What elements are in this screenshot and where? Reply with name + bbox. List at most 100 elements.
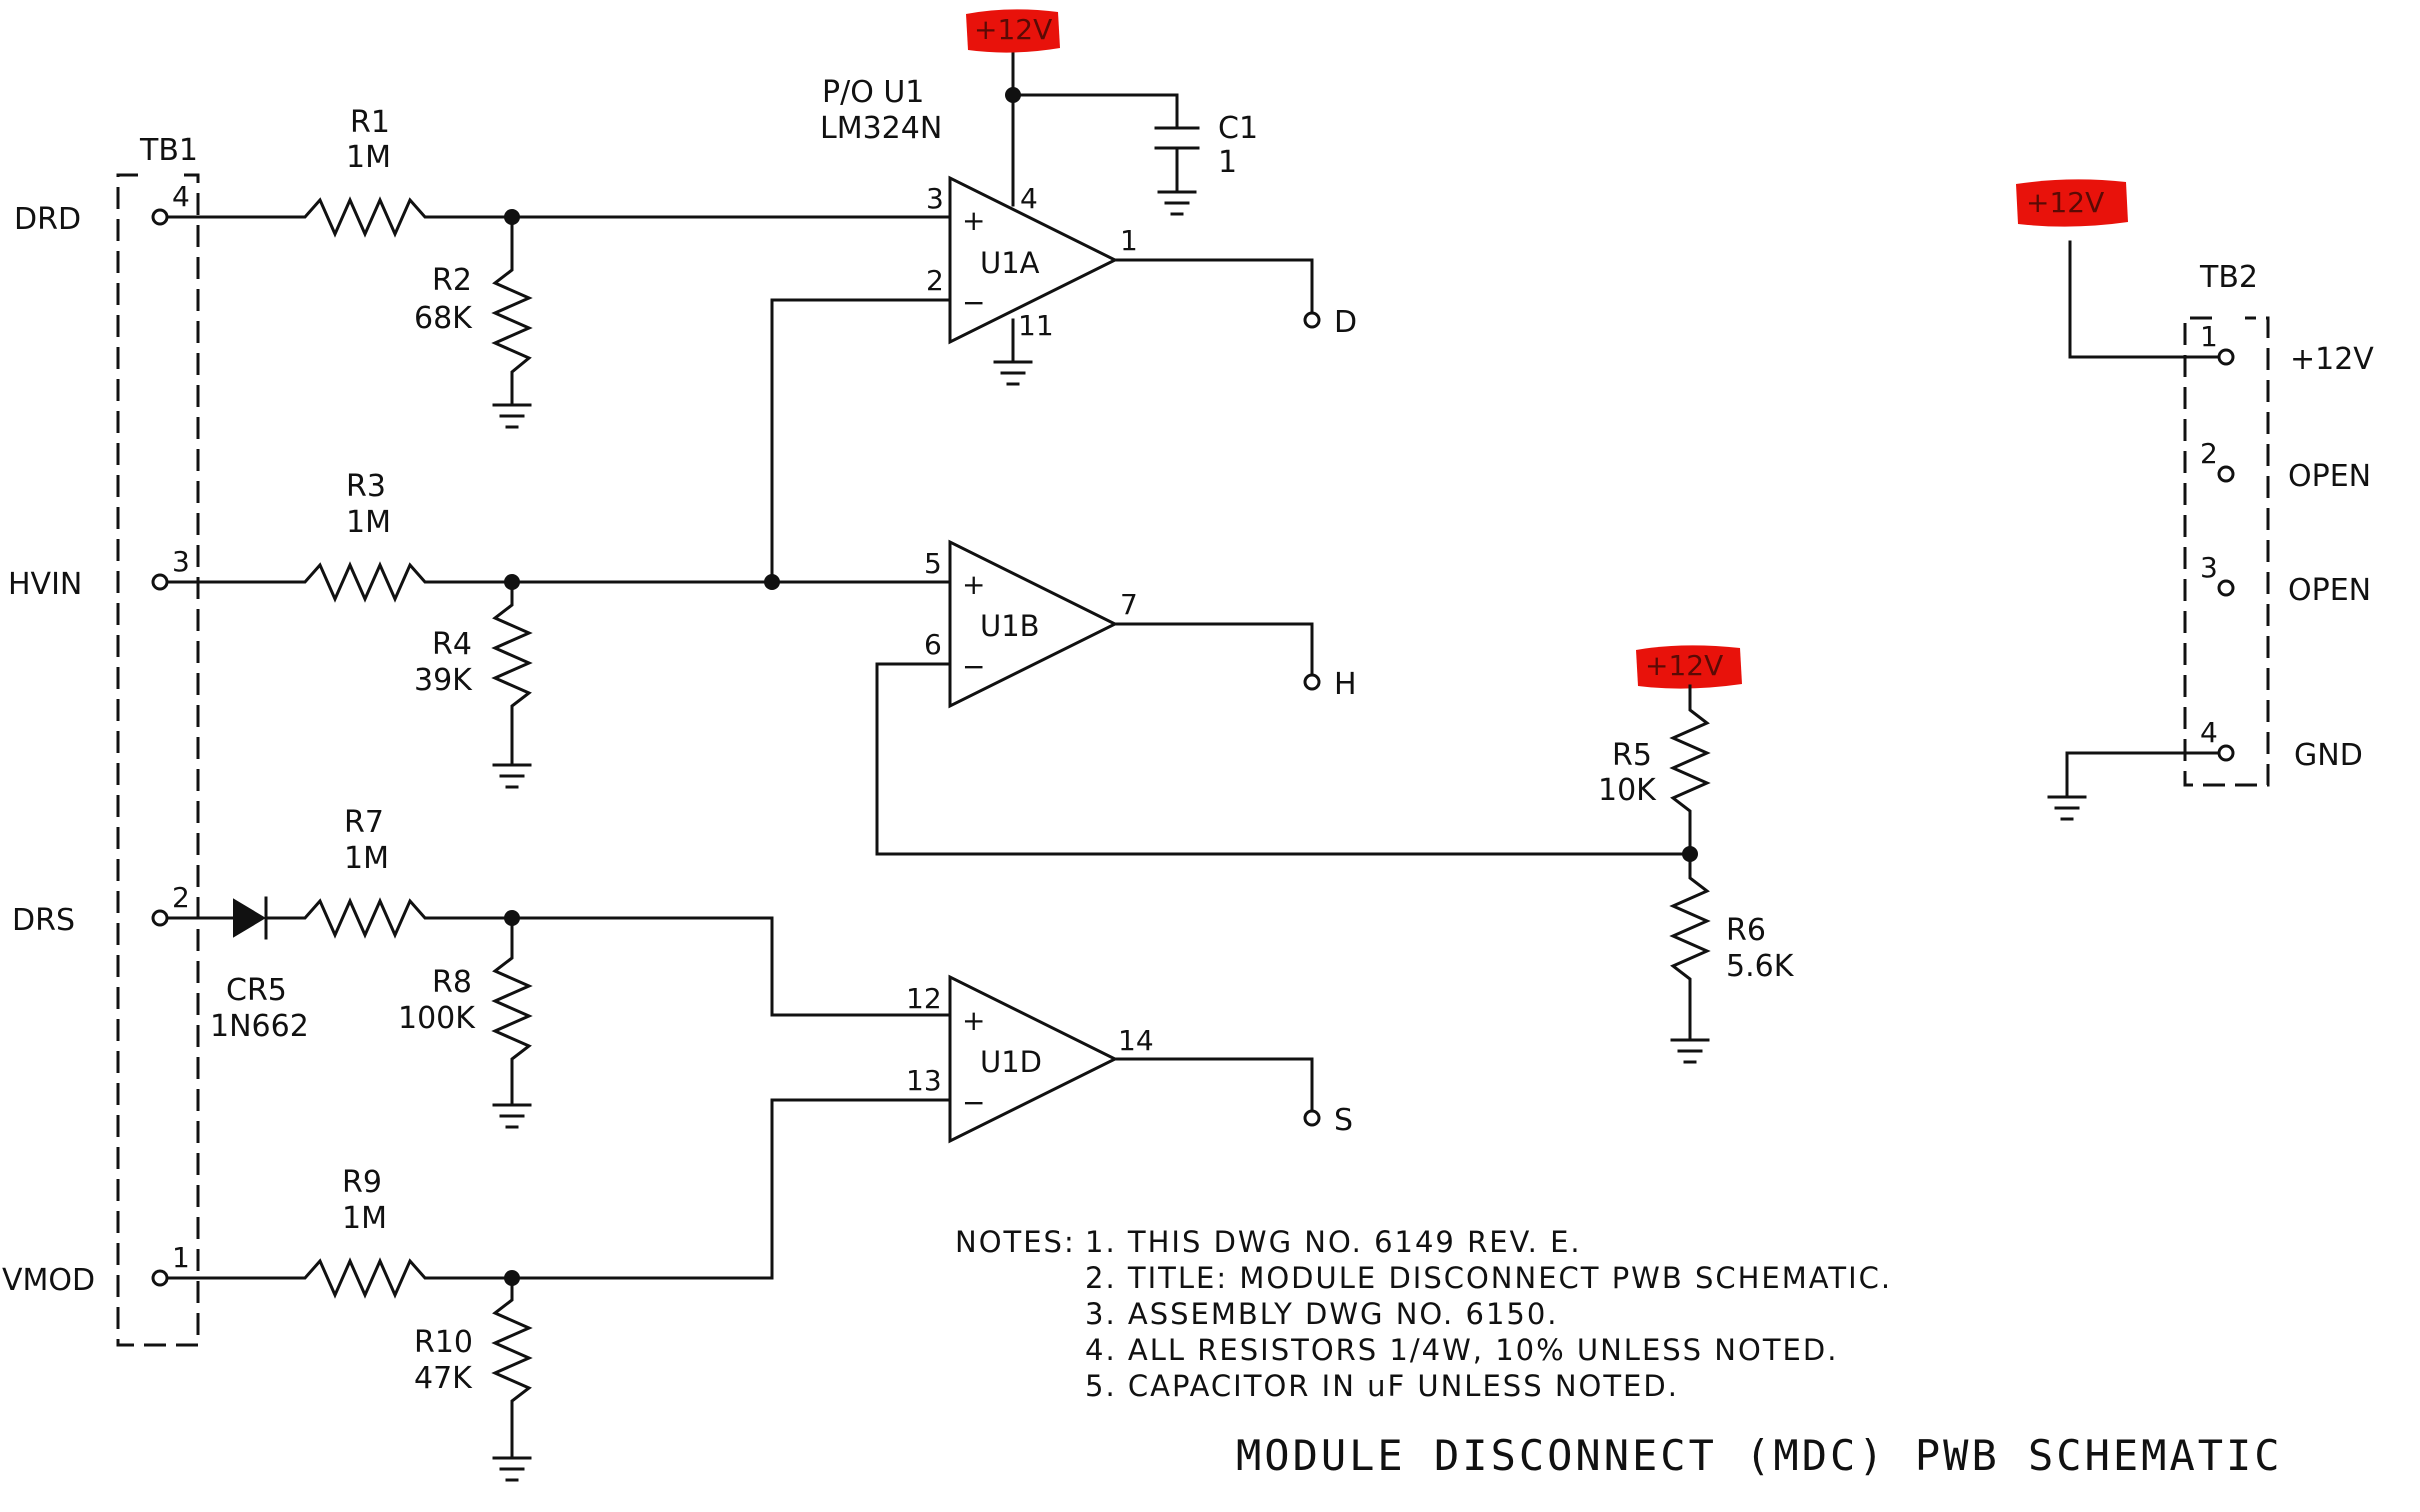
ground-symbol	[2047, 795, 2087, 821]
tb2-terminal-2	[2217, 465, 2235, 483]
diode-cr5	[233, 896, 268, 940]
u1b-plus-sign: +	[962, 568, 985, 601]
output-h-label: H	[1334, 667, 1357, 702]
capacitor-c1: C1 1	[1154, 111, 1258, 216]
signal-vmod: VMOD	[2, 1263, 95, 1298]
u1d-opamp	[948, 974, 1119, 1144]
r4-ref: R4	[432, 627, 472, 662]
tb2-pin-1: 1	[2200, 320, 2218, 353]
tb2-pin-3: 3	[2200, 551, 2218, 584]
r2-value: 68K	[414, 301, 473, 336]
tb2-label: TB2	[2199, 260, 2258, 295]
signal-hvin: HVIN	[8, 567, 82, 602]
tb1-pin-2: 2	[172, 881, 190, 914]
r7-ref: R7	[344, 805, 384, 840]
tb1-block: TB1 4 DRD 3 HVIN 2 DRS 1 VMOD	[2, 133, 200, 1347]
r4-value: 39K	[414, 663, 473, 698]
note-item-5: 5. CAPACITOR IN uF UNLESS NOTED.	[1085, 1369, 1679, 1403]
u1d-minus-sign: −	[962, 1086, 985, 1119]
u1a-minus-pin: 2	[926, 264, 944, 297]
u1a-ref: U1A	[980, 246, 1040, 280]
ic-part-label: P/O U1	[822, 75, 924, 110]
tb2-terminal-3	[2217, 579, 2235, 597]
supply-label-right: +12V	[2026, 186, 2104, 219]
tb2-terminal-1	[2217, 348, 2235, 366]
ground-symbol	[993, 360, 1033, 386]
tb2-signal-4: GND	[2294, 738, 2363, 773]
r8-ref: R8	[432, 965, 472, 1000]
u1a-plus-pin: 3	[926, 182, 944, 215]
tb2-signal-3: OPEN	[2288, 573, 2371, 608]
output-terminal-s	[1303, 1109, 1321, 1127]
drs-channel: CR5 1N662 R7 1M R8 100K	[165, 805, 952, 1129]
r10-ref: R10	[414, 1325, 473, 1360]
c1-value: 1	[1218, 145, 1237, 180]
tb2-pin-4: 4	[2200, 716, 2218, 749]
notes-block: NOTES: 1. THIS DWG NO. 6149 REV. E. 2. T…	[955, 1225, 1892, 1403]
r6-ref: R6	[1726, 913, 1766, 948]
r3-ref: R3	[346, 469, 386, 504]
note-item-2: 2. TITLE: MODULE DISCONNECT PWB SCHEMATI…	[1085, 1261, 1892, 1295]
ground-symbol	[492, 763, 532, 789]
ground-symbol	[492, 1103, 532, 1129]
tb1-pin-3: 3	[172, 545, 190, 578]
u1b-minus-pin: 6	[924, 628, 942, 661]
tb1-terminal-4	[151, 208, 169, 226]
tb2-pin-2: 2	[2200, 437, 2218, 470]
r10-value: 47K	[414, 1361, 473, 1396]
supply-label-mid: +12V	[1645, 649, 1723, 682]
r5-value: 10K	[1598, 773, 1657, 808]
note-item-1: 1. THIS DWG NO. 6149 REV. E.	[1085, 1225, 1582, 1259]
tb2-terminal-4	[2217, 744, 2235, 762]
supply-tag-top: +12V	[966, 9, 1060, 53]
u1a-minus-sign: −	[962, 286, 985, 319]
u1b-minus-sign: −	[962, 650, 985, 683]
r6-value: 5.6K	[1726, 949, 1795, 984]
output-d-label: D	[1334, 305, 1357, 340]
output-terminal-h	[1303, 673, 1321, 691]
u1d-out-pin: 14	[1118, 1024, 1154, 1057]
reference-divider: +12V R5 10K R6 5.6K	[1598, 645, 1795, 1064]
r7-value: 1M	[344, 841, 389, 876]
junction-supply-c1	[1005, 87, 1021, 103]
output-s-label: S	[1334, 1103, 1353, 1138]
ground-symbol	[492, 1456, 532, 1482]
u1a-plus-sign: +	[962, 204, 985, 237]
r9-value: 1M	[342, 1201, 387, 1236]
signal-drd: DRD	[14, 202, 81, 237]
c1-ref: C1	[1218, 111, 1258, 146]
drd-channel: R1 1M R2 68K U1A + − 3 2 1 4 11 D	[165, 40, 1357, 429]
u1a-opamp	[948, 175, 1119, 345]
hvin-channel: R3 1M R4 39K U1B + − 5 6 7 H	[165, 298, 1692, 856]
u1d-ref: U1D	[980, 1045, 1042, 1079]
u1a-gnd-pin: 11	[1018, 309, 1054, 342]
r8-value: 100K	[398, 1001, 476, 1036]
output-terminal-d	[1303, 311, 1321, 329]
drawing-title: MODULE DISCONNECT (MDC) PWB SCHEMATIC	[1236, 1431, 2283, 1480]
u1b-plus-pin: 5	[924, 547, 942, 580]
vmod-channel: R9 1M R10 47K	[165, 1098, 952, 1482]
r5-ref: R5	[1612, 738, 1652, 773]
ground-symbol	[1670, 1038, 1710, 1064]
tb2-signal-2: OPEN	[2288, 459, 2371, 494]
u1b-out-pin: 7	[1120, 588, 1138, 621]
u1a-out-pin: 1	[1120, 224, 1138, 257]
note-item-3: 3. ASSEMBLY DWG NO. 6150.	[1085, 1297, 1559, 1331]
tb1-label: TB1	[139, 133, 198, 168]
tb1-pin-1: 1	[172, 1241, 190, 1274]
tb1-pin-4: 4	[172, 180, 190, 213]
ground-symbol	[492, 403, 532, 429]
r9-ref: R9	[342, 1165, 382, 1200]
notes-header: NOTES:	[955, 1225, 1076, 1259]
ic-type-label: LM324N	[820, 111, 942, 146]
cr5-ref: CR5	[226, 973, 287, 1008]
u1d-plus-pin: 12	[906, 982, 942, 1015]
r1-value: 1M	[346, 140, 391, 175]
u1d-minus-pin: 13	[906, 1064, 942, 1097]
cr5-value: 1N662	[210, 1009, 309, 1044]
u1d-plus-sign: +	[962, 1004, 985, 1037]
r2-ref: R2	[432, 263, 472, 298]
note-item-4: 4. ALL RESISTORS 1/4W, 10% UNLESS NOTED.	[1085, 1333, 1838, 1367]
tb1-terminal-3	[151, 573, 169, 591]
